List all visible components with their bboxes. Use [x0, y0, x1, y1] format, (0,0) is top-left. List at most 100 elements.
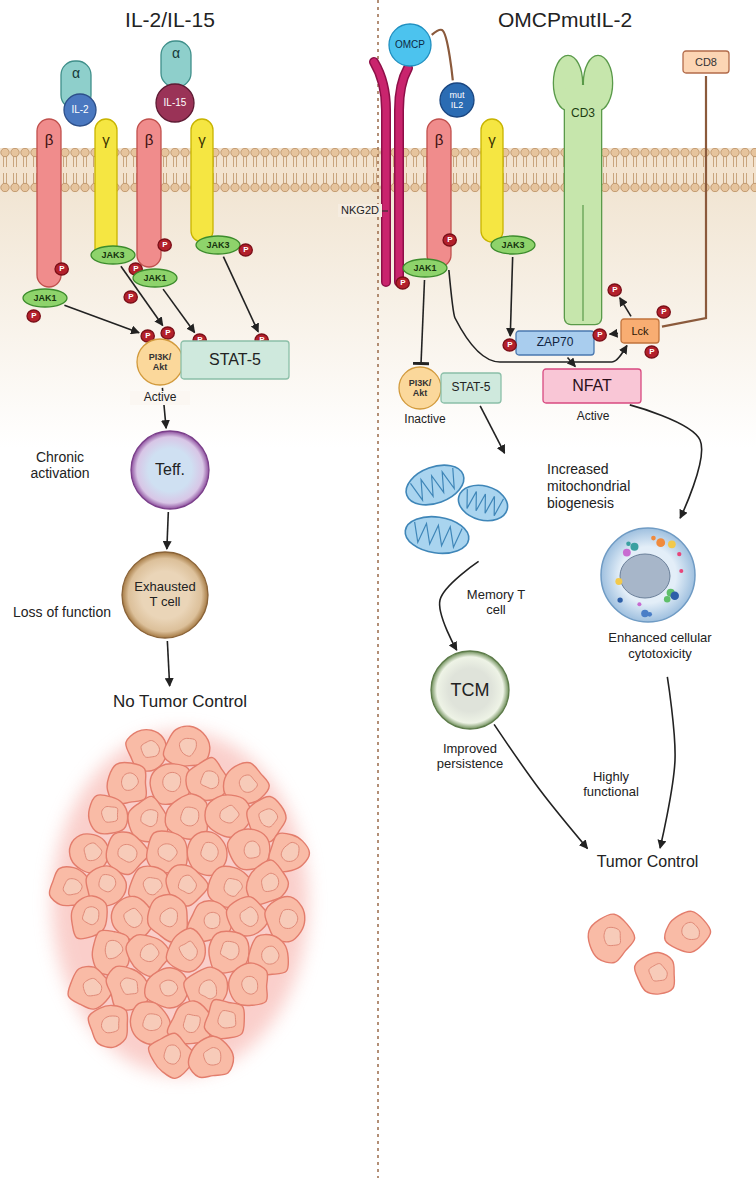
cell-body [181, 807, 199, 826]
cell-body [83, 978, 102, 996]
illustration-part [683, 51, 729, 73]
leader-line [382, 210, 388, 211]
annotation-label: NKG2D [338, 204, 382, 217]
cell-body [204, 912, 220, 928]
cell-body [220, 805, 239, 823]
illustration-part [543, 369, 641, 403]
cell-body [143, 878, 162, 895]
illustration-part [137, 339, 183, 385]
cell-body [102, 806, 118, 822]
node-text: P [597, 331, 602, 340]
kinase-oval: JAK1 [132, 268, 178, 288]
node-text: γ [488, 132, 496, 149]
cell-body [201, 842, 218, 861]
illustration-part [503, 339, 516, 351]
cell-body [122, 773, 139, 790]
cell-body [141, 810, 158, 827]
cell-body [89, 795, 128, 834]
cell-body [635, 953, 675, 994]
signal-arrow [223, 257, 258, 332]
illustration-part [396, 277, 409, 289]
illustrated-node: Tumor Control [560, 850, 735, 995]
beta-chain: β [36, 118, 62, 288]
node-text: mut IL2 [444, 90, 470, 110]
node-text: P [243, 246, 248, 255]
illustration-part [443, 234, 456, 246]
receptor-complex-shape [553, 55, 613, 325]
node-text: γ [102, 132, 110, 149]
cell-body [682, 922, 700, 939]
cell-body [239, 775, 257, 792]
signal-arrow [64, 305, 139, 333]
phospho-dot: P [592, 328, 607, 342]
illustration-part [657, 306, 670, 318]
illustration-part [403, 259, 447, 277]
illustration-part [52, 731, 308, 1075]
phospho-dot: P [395, 276, 410, 290]
annotation-label: Inactive [395, 413, 455, 427]
cell-body [83, 907, 99, 925]
node-text: NFAT [572, 377, 612, 395]
transcription-box: NFAT [542, 368, 642, 404]
illustration-part [626, 542, 631, 547]
cell-body [140, 944, 159, 962]
phospho-dot: P [238, 243, 253, 257]
cell-body [204, 1048, 221, 1066]
cell-body [158, 844, 177, 861]
cell-circle: Exhausted T cell [121, 551, 209, 639]
cell-body [178, 875, 196, 893]
cell-body [143, 1014, 162, 1031]
cell-body [220, 941, 239, 960]
node-text: STAT-5 [452, 381, 491, 394]
illustration-part [412, 522, 462, 548]
cell-body [199, 980, 217, 999]
nkg2d-receptor [374, 62, 408, 282]
kinase-box: Lck [620, 318, 660, 344]
node-text: P [649, 348, 654, 357]
node-text: P [661, 308, 666, 317]
cell-body [179, 738, 196, 756]
cell-body [163, 772, 181, 791]
illustration-part [641, 610, 649, 618]
signal-arrow [494, 724, 587, 848]
node-text: CD3 [571, 107, 595, 120]
cytokine-ligand: mut IL2 [439, 82, 475, 118]
node-text: P [162, 241, 167, 250]
node-text: α [172, 46, 180, 62]
illustration-part [620, 554, 670, 598]
illustration-part [664, 596, 671, 603]
illustration-part [95, 119, 117, 262]
node-text: IL-2 [71, 104, 88, 115]
annotation-label: Memory T cell [460, 588, 532, 618]
signal-arrow [567, 358, 575, 367]
gamma-chain: γ [190, 118, 214, 243]
pathway-circle: PI3K/ Akt [398, 366, 442, 410]
cell-body [218, 1011, 236, 1028]
illustrated-node: Enhanced cellular cytotoxicity [590, 520, 730, 675]
cell-body [99, 875, 116, 892]
illustration-part [668, 540, 676, 548]
illustration-part [554, 56, 612, 324]
illustration-part [133, 269, 177, 287]
illustration-part [623, 549, 631, 557]
cell-body [120, 978, 137, 994]
illustration-part [441, 373, 501, 403]
signal-arrow [620, 298, 631, 316]
signal-arrow [167, 641, 169, 686]
cell-body [224, 878, 242, 896]
cell-body [105, 940, 123, 958]
ligand-circle: OMCP [388, 23, 432, 67]
phospho-dot: P [157, 238, 172, 252]
cell-body [141, 740, 159, 757]
mitochondrion [403, 513, 471, 558]
illustration-part [37, 119, 61, 287]
illustration-part [645, 346, 658, 358]
illustration-part [55, 263, 68, 275]
node-text: Increased mitochondrial biogenesis [547, 461, 665, 511]
signal-arrow [660, 677, 675, 848]
signal-arrow [510, 257, 512, 336]
node-text: Exhausted T cell [129, 580, 201, 609]
illustration-part [389, 24, 431, 66]
illustration-part [608, 284, 621, 296]
phospho-dot: P [644, 345, 659, 359]
